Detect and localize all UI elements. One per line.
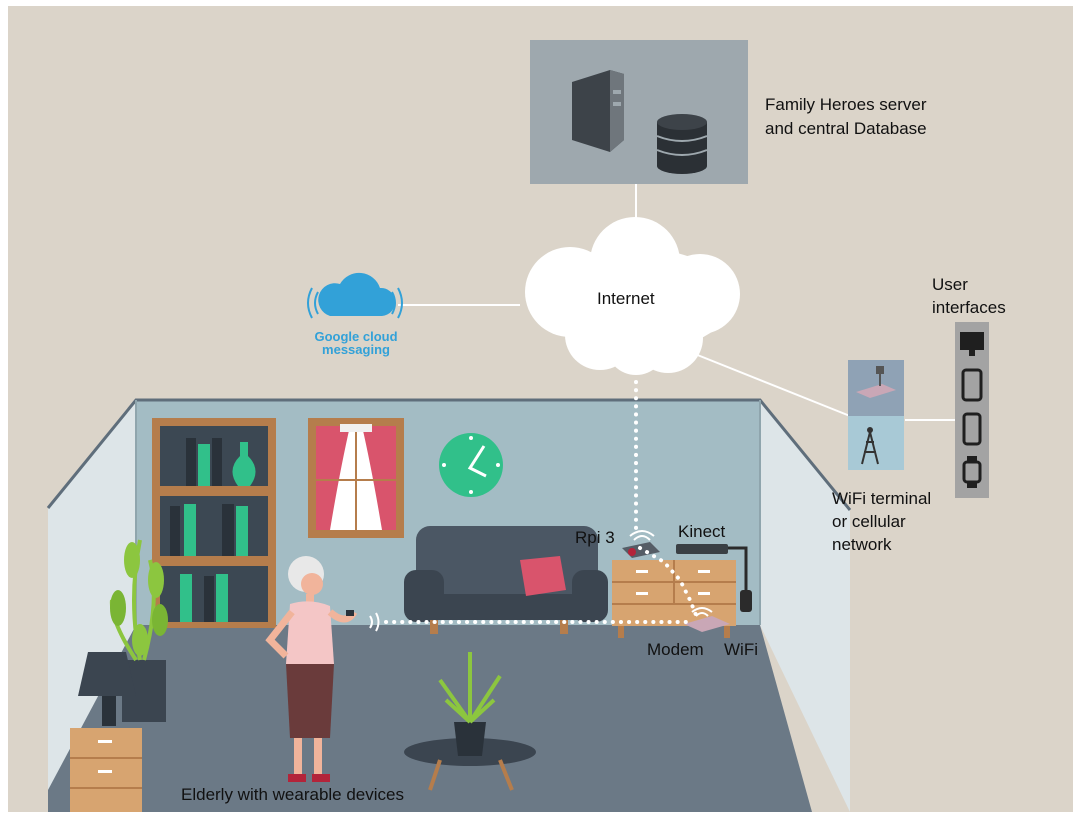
- server-panel: [530, 40, 748, 184]
- connection-lines: [398, 184, 955, 421]
- signal-paths: [384, 380, 700, 624]
- watch-signal-icon: [369, 612, 380, 632]
- wifi-terminal: [848, 360, 904, 470]
- database-icon: [656, 114, 708, 174]
- bookcase: [152, 418, 276, 628]
- router-icon: [856, 366, 896, 398]
- user-interfaces-label-line2: interfaces: [932, 298, 1006, 317]
- modem-router: [684, 616, 730, 632]
- wifi-terminal-label-line2: or cellular: [832, 512, 906, 531]
- user-interfaces-panel: [955, 322, 989, 498]
- kinect-label: Kinect: [678, 522, 726, 541]
- wifi-terminal-label-line3: network: [832, 535, 892, 554]
- google-cloud-icon: [307, 272, 403, 319]
- elderly-woman: [265, 556, 358, 782]
- lamp: [78, 652, 136, 726]
- wifi-label: WiFi: [724, 640, 758, 659]
- right-wall: [760, 400, 850, 812]
- gcm-label-line1: Google cloud: [314, 329, 397, 344]
- sofa: [404, 526, 608, 634]
- modem-label: Modem: [647, 640, 704, 659]
- cell-tower-icon: [861, 427, 879, 465]
- wifi-terminal-label-line1: WiFi terminal: [832, 489, 931, 508]
- phone-icon: [962, 412, 982, 446]
- monitor-icon: [960, 332, 984, 356]
- cloud-icon: [525, 217, 740, 375]
- server-label-line1: Family Heroes server: [765, 95, 927, 114]
- kinect-sensor-icon: [676, 544, 752, 612]
- rpi-label: Rpi 3: [575, 528, 615, 547]
- user-interfaces-label-line1: User: [932, 275, 968, 294]
- side-table: [70, 728, 142, 812]
- floor: [48, 625, 812, 812]
- clock-icon: [439, 433, 503, 497]
- window: [308, 418, 404, 538]
- raspberry-pi-icon: [622, 542, 660, 558]
- smartwatch-icon: [962, 456, 982, 488]
- plant-center: [404, 652, 536, 791]
- server-icon: [572, 70, 624, 152]
- server-label-line2: and central Database: [765, 119, 927, 138]
- gcm-label-line2: messaging: [322, 342, 390, 357]
- tablet-icon: [961, 368, 983, 402]
- diagram-labels: Family Heroes server and central Databas…: [181, 95, 1006, 804]
- internet-label: Internet: [597, 289, 655, 308]
- elderly-label: Elderly with wearable devices: [181, 785, 404, 804]
